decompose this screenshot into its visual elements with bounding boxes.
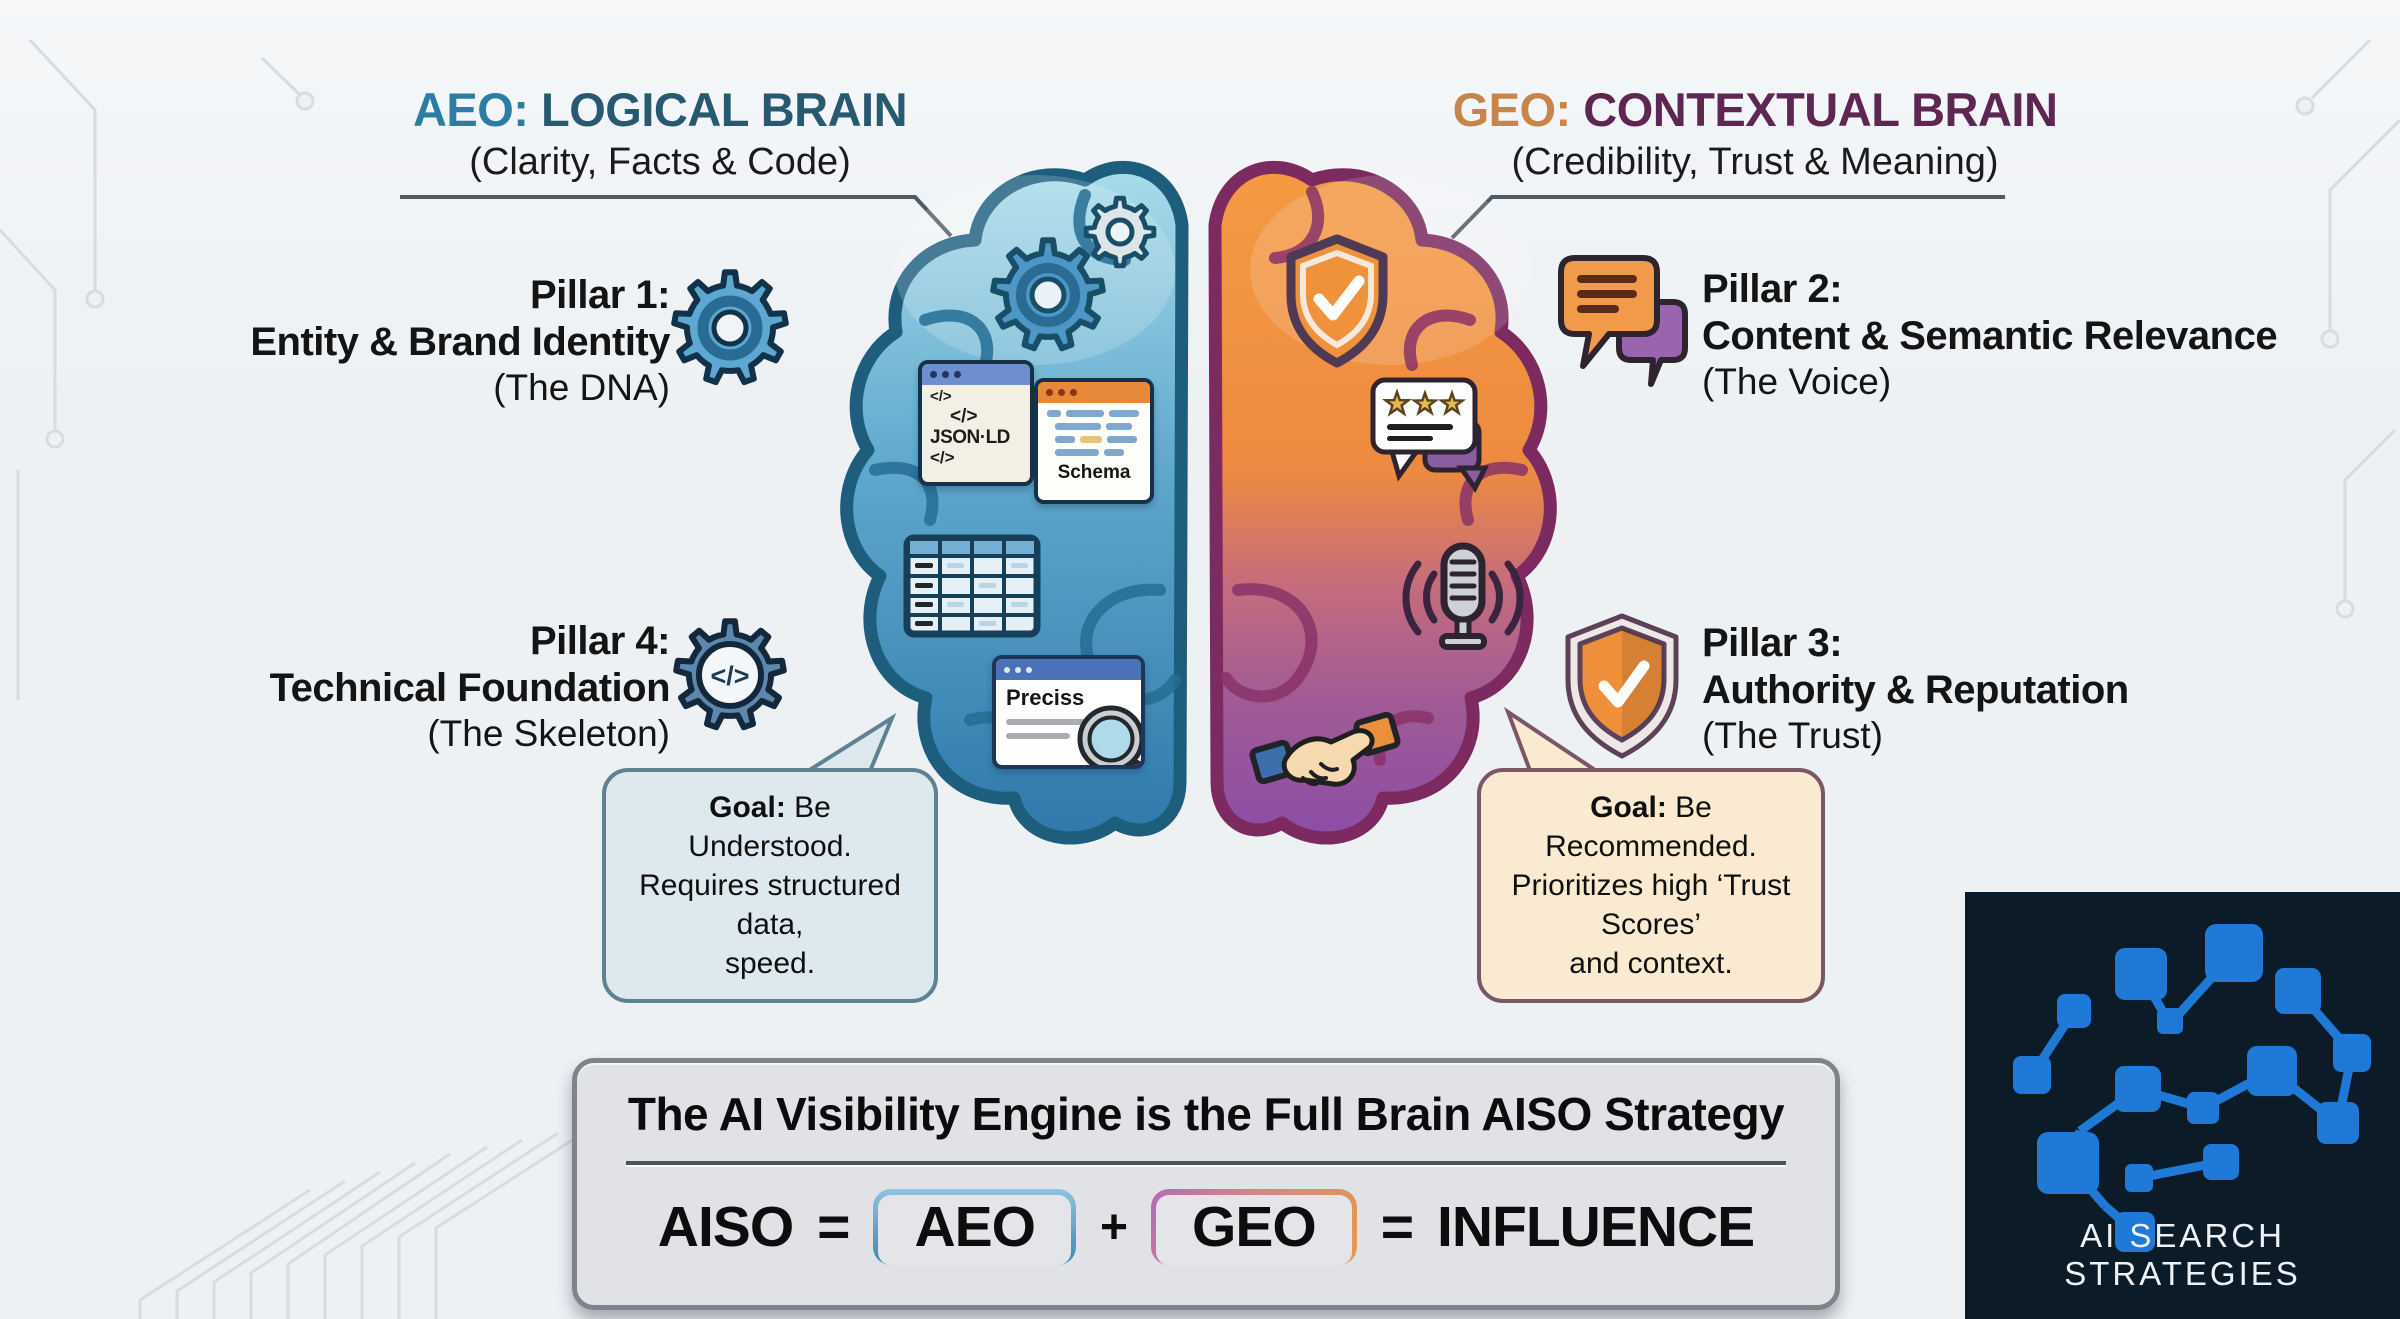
magnifier-icon <box>1077 705 1141 765</box>
aeo-box-label: AEO <box>878 1195 1071 1265</box>
goal-text: speed. <box>724 947 816 980</box>
pillar-3-label: Pillar 3: Authority & Reputation (The Tr… <box>1702 620 2342 758</box>
review-stars-icon <box>1370 377 1490 493</box>
equals-sign: = <box>817 1195 850 1259</box>
code-glyph: </> <box>710 661 749 691</box>
gears-icon <box>990 195 1157 352</box>
code-tag-glyph: </> <box>930 448 955 468</box>
pillar-3-subtitle: (The Trust) <box>1702 715 1883 757</box>
geo-header: GEO: CONTEXTUAL BRAIN (Credibility, Trus… <box>1395 83 2115 183</box>
search-result-window-icon: Preciss <box>992 655 1145 769</box>
divider <box>626 1161 1786 1167</box>
pillar-2-subtitle: (The Voice) <box>1702 361 1892 403</box>
goal-text: Requires structured data, <box>639 869 901 941</box>
aeo-goal-bubble: Goal: Be Understood. Requires structured… <box>602 768 938 1003</box>
window-titlebar <box>1038 382 1150 403</box>
json-ld-label: JSON·LD <box>930 427 1010 449</box>
strategy-title: The AI Visibility Engine is the Full Bra… <box>627 1088 1785 1140</box>
equals-sign: = <box>1380 1195 1414 1259</box>
aeo-subtitle: (Clarity, Facts & Code) <box>469 140 851 183</box>
json-ld-window-icon: </> </> JSON·LD </> <box>918 360 1034 486</box>
pillar-2-number: Pillar 2: <box>1702 267 1843 311</box>
pillar-3-number: Pillar 3: <box>1702 621 1843 665</box>
pillar-2-chat-icon <box>1558 255 1688 387</box>
pillar-4-label: Pillar 4: Technical Foundation (The Skel… <box>100 618 671 756</box>
aiso-formula: AISO = AEO + GEO = INFLUENCE <box>577 1189 1835 1265</box>
goal-text: Be Understood. <box>688 791 852 863</box>
formula-result: INFLUENCE <box>1437 1195 1755 1259</box>
aeo-title: LOGICAL BRAIN <box>541 83 908 136</box>
pillar-3-title: Authority & Reputation <box>1702 668 2129 713</box>
schema-label: Schema <box>1057 462 1131 483</box>
pillar-1-number: Pillar 1: <box>529 273 671 317</box>
pillar-4-subtitle: (The Skeleton) <box>427 713 670 755</box>
geo-connector-line <box>1450 195 2005 240</box>
goal-text: Be Recommended. <box>1545 791 1757 863</box>
geo-prefix: GEO: <box>1452 83 1572 136</box>
logo-wordmark: AI SEARCH STRATEGIES <box>2064 1217 2301 1292</box>
formula-lhs: AISO <box>657 1195 794 1259</box>
geo-box-label: GEO <box>1156 1195 1352 1265</box>
geo-title: CONTEXTUAL BRAIN <box>1583 83 2058 136</box>
preciss-label: Preciss <box>1006 685 1085 710</box>
aeo-prefix: AEO: <box>412 83 529 136</box>
pillar-4-number: Pillar 4: <box>529 619 671 663</box>
geo-subtitle: (Credibility, Trust & Meaning) <box>1511 140 1999 183</box>
pillar-2-label: Pillar 2: Content & Semantic Relevance (… <box>1702 266 2342 404</box>
pillar-3-shield-icon <box>1565 613 1679 759</box>
pillar-4-title: Technical Foundation <box>269 666 671 711</box>
schema-window-icon: Schema <box>1034 378 1154 504</box>
window-titlebar <box>996 659 1141 680</box>
aeo-connector-line <box>400 195 953 238</box>
pillar-1-label: Pillar 1: Entity & Brand Identity (The D… <box>100 272 670 410</box>
pillar-1-title: Entity & Brand Identity <box>250 320 670 365</box>
pillar-2-title: Content & Semantic Relevance <box>1702 314 2278 359</box>
data-table-icon <box>903 534 1041 638</box>
pillar-4-gear-code-icon: </> <box>673 618 787 731</box>
microphone-icon <box>1402 542 1524 650</box>
goal-text: Prioritizes high ‘Trust Scores’ <box>1511 869 1791 941</box>
aeo-formula-box: AEO <box>873 1189 1076 1265</box>
geo-formula-box: GEO <box>1151 1189 1357 1265</box>
geo-goal-bubble: Goal: Be Recommended. Prioritizes high ‘… <box>1477 768 1825 1003</box>
plus-sign: + <box>1099 1200 1128 1254</box>
right-brain-hemisphere <box>1208 160 1557 845</box>
code-tag-glyph: </> <box>930 388 952 405</box>
pillar-1-subtitle: (The DNA) <box>493 367 670 409</box>
aeo-header: AEO: LOGICAL BRAIN (Clarity, Facts & Cod… <box>300 83 1020 183</box>
pillar-1-gear-icon <box>671 269 789 386</box>
goal-label: Goal: <box>709 791 786 824</box>
window-titlebar <box>922 364 1030 385</box>
aiso-strategy-panel: The AI Visibility Engine is the Full Bra… <box>572 1058 1840 1310</box>
goal-label: Goal: <box>1590 791 1667 824</box>
shield-check-outline-icon <box>1286 234 1388 368</box>
code-tag-glyph: </> <box>950 405 978 427</box>
goal-text: and context. <box>1569 947 1733 980</box>
brand-logo-box: AI SEARCH STRATEGIES <box>1965 892 2400 1319</box>
logo-network-brain <box>2013 924 2371 1252</box>
handshake-icon <box>1249 711 1401 787</box>
